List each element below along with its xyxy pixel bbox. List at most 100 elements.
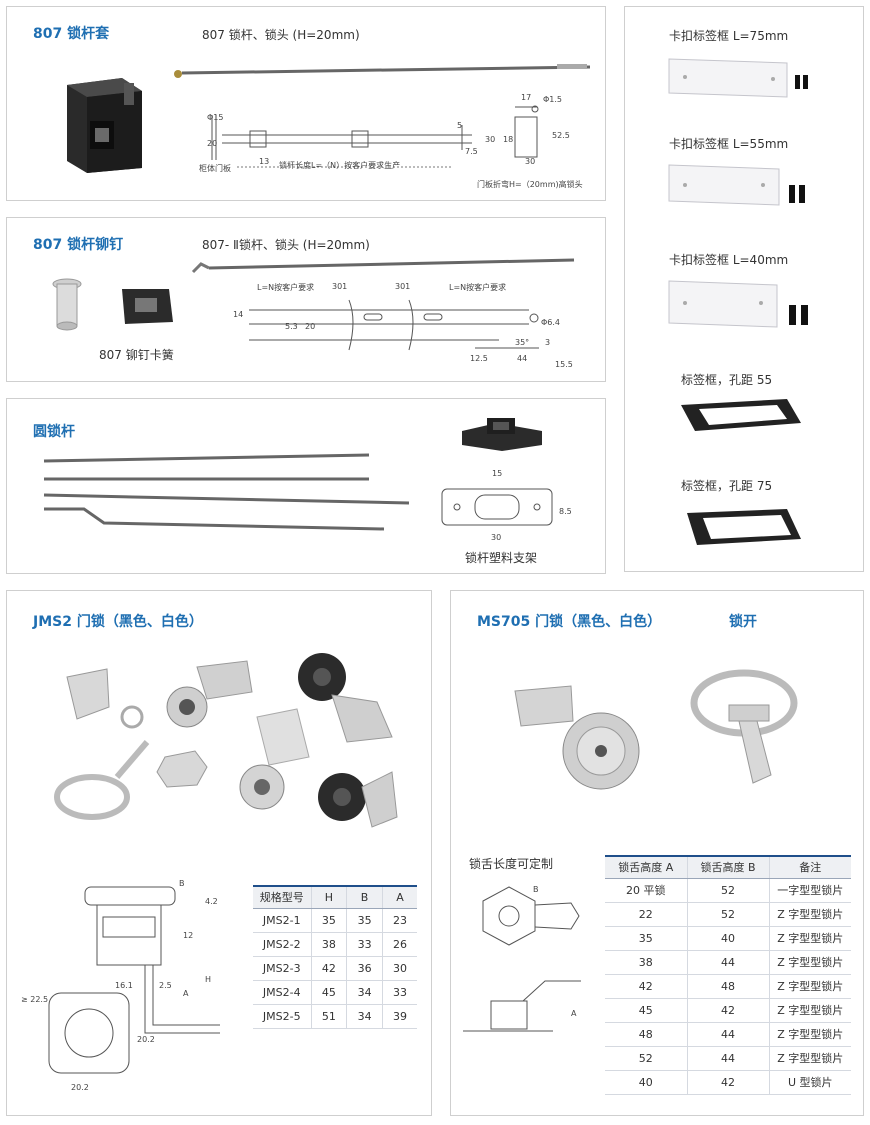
- cell: 52: [686, 878, 769, 903]
- cell: 22: [605, 902, 687, 927]
- dim-20: 20: [305, 322, 316, 331]
- cell: 42: [686, 1070, 769, 1095]
- panel-ms705-title: MS705 门锁（黑色、白色）: [477, 614, 662, 630]
- jms2-dim-12: 12: [183, 931, 194, 940]
- panel-ms705-lock: MS705 门锁（黑色、白色） 锁开 锁舌长度可定制 B A 锁舌高度 A 锁舌…: [450, 590, 864, 1116]
- bracket-caption: 锁杆塑料支架: [465, 551, 538, 565]
- dim-8-5: 8.5: [559, 507, 572, 516]
- cell: 35: [310, 908, 347, 933]
- dim-5: 5: [457, 121, 463, 130]
- panel-round-title: 圆锁杆: [33, 424, 75, 440]
- cell: JMS2-1: [253, 908, 311, 933]
- cell: 33: [381, 980, 417, 1005]
- cell: JMS2-4: [253, 980, 311, 1005]
- label-door: 柜体门板: [199, 164, 231, 173]
- rivet-rod-caption: 807- Ⅱ锁杆、锁头 (H=20mm): [202, 238, 370, 252]
- label-frame-p75-image: [687, 509, 801, 545]
- jms2-dim-2-5: 2.5: [159, 981, 172, 990]
- jms2-dim-16-1: 16.1: [115, 981, 133, 990]
- label-frame-40-caption: 卡扣标签框 L=40mm: [669, 253, 789, 267]
- jms2-parts-image: [54, 653, 398, 828]
- dim-14: 14: [233, 310, 244, 319]
- rod-sleeve-image: [67, 78, 142, 173]
- jms2-dim-20-2a: 20.2: [137, 1035, 155, 1044]
- ms705-lock-image: [514, 685, 640, 790]
- cell: Z 字型型锁片: [768, 950, 851, 975]
- cell: 35: [346, 908, 383, 933]
- rod-807-2-drawing: [249, 299, 539, 351]
- label-frame-p55-image: [681, 399, 801, 431]
- dim-ln2: L=N按客户要求: [449, 283, 507, 292]
- cell: Z 字型型锁片: [768, 926, 851, 951]
- rod-807-image: [174, 64, 591, 78]
- dim-5-3: 5.3: [285, 322, 298, 331]
- cell: 52: [686, 902, 769, 927]
- dim-12-5: 12.5: [470, 354, 488, 363]
- label-bend: 门板折弯H=（20mm)高锁头: [477, 180, 583, 189]
- dim-30a: 30: [485, 135, 496, 144]
- panel-807-rod-sleeve: 807 锁杆套 807 锁杆、锁头 (H=20mm) Φ15 20 13 5 7…: [6, 6, 606, 201]
- dim-3: 3: [545, 338, 551, 347]
- ms705-key-image: [690, 669, 798, 784]
- jms2-dim-20-2b: 20.2: [71, 1083, 89, 1092]
- cell: Z 字型型锁片: [768, 1022, 851, 1047]
- cell: Z 字型型锁片: [768, 974, 851, 999]
- dim-44: 44: [517, 354, 528, 363]
- jms2-dim-H: H: [205, 975, 212, 984]
- ms705-dim-A: A: [571, 1009, 577, 1018]
- jms2-drawing: [48, 886, 220, 1074]
- cell: 36: [346, 956, 383, 981]
- cell: 42: [605, 974, 687, 999]
- panel-807-rod-rivet: 807 锁杆铆钉 807- Ⅱ锁杆、锁头 (H=20mm) 807 铆钉卡簧 L…: [6, 217, 606, 382]
- cell: 44: [686, 950, 769, 975]
- dim-35deg: 35°: [515, 338, 530, 347]
- dim-18: 18: [503, 135, 514, 144]
- cell: Z 字型型锁片: [768, 998, 851, 1023]
- cell: 45: [310, 980, 347, 1005]
- clip-spring-image: [122, 289, 173, 324]
- dim-7-5: 7.5: [465, 147, 478, 156]
- cell: 39: [381, 1004, 417, 1029]
- cell: 52: [605, 1046, 687, 1071]
- cell: JMS2-2: [253, 932, 311, 957]
- cell: 33: [346, 932, 383, 957]
- label-frame-40-image: [668, 280, 808, 328]
- rod-807-2-image: [191, 258, 575, 274]
- dim-301b: 301: [395, 282, 411, 291]
- cell: 38: [310, 932, 347, 957]
- label-frame-p55-caption: 标签框，孔距 55: [681, 373, 773, 387]
- cell: 51: [310, 1004, 347, 1029]
- cell: 40: [605, 1070, 687, 1095]
- dim-52-5: 52.5: [552, 131, 570, 140]
- lock-head-drawing: [514, 105, 539, 158]
- cell: 45: [605, 998, 687, 1023]
- ms705-header-a: 锁舌高度 A: [605, 856, 687, 879]
- ms705-custom-caption: 锁舌长度可定制: [469, 857, 554, 871]
- panel-rivet-title: 807 锁杆铆钉: [33, 237, 124, 253]
- panel-round-rod: 圆锁杆 15 30 8.5 锁杆塑料支架: [6, 398, 606, 574]
- cell: 48: [686, 974, 769, 999]
- cell: 26: [381, 932, 417, 957]
- dim-phi6-4: Φ6.4: [541, 318, 561, 327]
- cell: U 型锁片: [768, 1070, 851, 1095]
- label-frame-75-image: [668, 58, 808, 98]
- jms2-dim-A: A: [183, 989, 189, 998]
- bracket-drawing: [441, 488, 553, 526]
- ms705-drawing: [463, 886, 581, 1032]
- jms2-dim-4-2: 4.2: [205, 897, 218, 906]
- cell: Z 字型型锁片: [768, 1046, 851, 1071]
- dim-phi1-5: Φ1.5: [543, 95, 563, 104]
- dim-15: 15: [492, 469, 503, 478]
- jms2-header-H: H: [310, 886, 347, 909]
- dim-13: 13: [259, 157, 270, 166]
- dim-20: 20: [207, 139, 218, 148]
- label-frame-55-caption: 卡扣标签框 L=55mm: [669, 137, 789, 151]
- jms2-dim-B: B: [179, 879, 185, 888]
